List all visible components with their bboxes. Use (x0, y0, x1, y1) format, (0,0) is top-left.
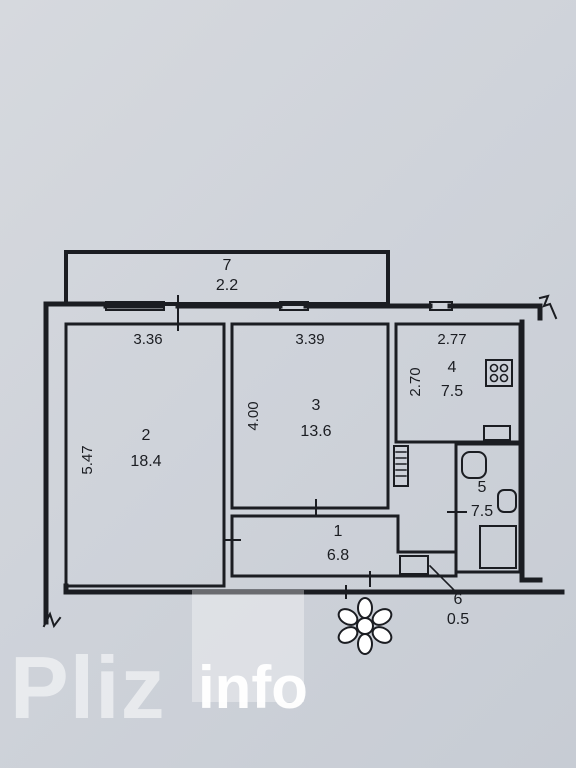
room-1-number: 1 (334, 523, 343, 540)
watermark-box (192, 590, 304, 702)
room-4-width: 2.77 (437, 331, 466, 348)
room-6-outline (399, 555, 429, 575)
room-7-area: 2.2 (216, 277, 238, 294)
room-4-outline (394, 322, 522, 444)
watermark-suffix: info (198, 654, 308, 721)
room-2-number: 2 (142, 427, 151, 444)
break-mark-right (538, 294, 558, 320)
ventilation-shaft (393, 445, 409, 487)
kitchen-sink (483, 425, 511, 441)
room-3-area: 13.6 (300, 423, 331, 440)
watermark-star-icon (337, 597, 393, 655)
watermark-brand: Pliz (10, 638, 166, 737)
window-room2 (105, 301, 165, 311)
window-room3 (279, 301, 309, 311)
window-room4 (429, 301, 453, 311)
room-5-area: 7.5 (471, 503, 493, 520)
room-2-width: 3.36 (133, 331, 162, 348)
break-mark-bottom (42, 611, 62, 629)
outer-wall-left (43, 301, 109, 625)
room-6-leader (428, 564, 460, 596)
room-3-height: 4.00 (245, 401, 262, 430)
room-5-outline (454, 442, 522, 574)
room-2-area: 18.4 (130, 453, 161, 470)
toilet (461, 451, 487, 479)
room-6-number: 6 (454, 591, 463, 608)
room-2-outline (64, 322, 226, 588)
room-5-number: 5 (478, 479, 487, 496)
room-1-area: 6.8 (327, 547, 349, 564)
room-4-number: 4 (448, 359, 457, 376)
room-6-area: 0.5 (447, 611, 469, 628)
bathtub (479, 525, 517, 569)
room-3-door (299, 499, 331, 517)
stove (485, 359, 513, 387)
room-2-door (223, 531, 241, 551)
bath-sink (497, 489, 517, 513)
room-2-height: 5.47 (79, 445, 96, 474)
room-4-height: 2.70 (407, 367, 424, 396)
room-3-number: 3 (312, 397, 321, 414)
room-3-width: 3.39 (295, 331, 324, 348)
entrance-door (345, 571, 371, 599)
room-7-number: 7 (223, 257, 232, 274)
outer-wall-bottom (63, 583, 565, 595)
room-1-outline (230, 514, 458, 578)
room-4-area: 7.5 (441, 383, 463, 400)
outer-wall-right (519, 303, 543, 583)
